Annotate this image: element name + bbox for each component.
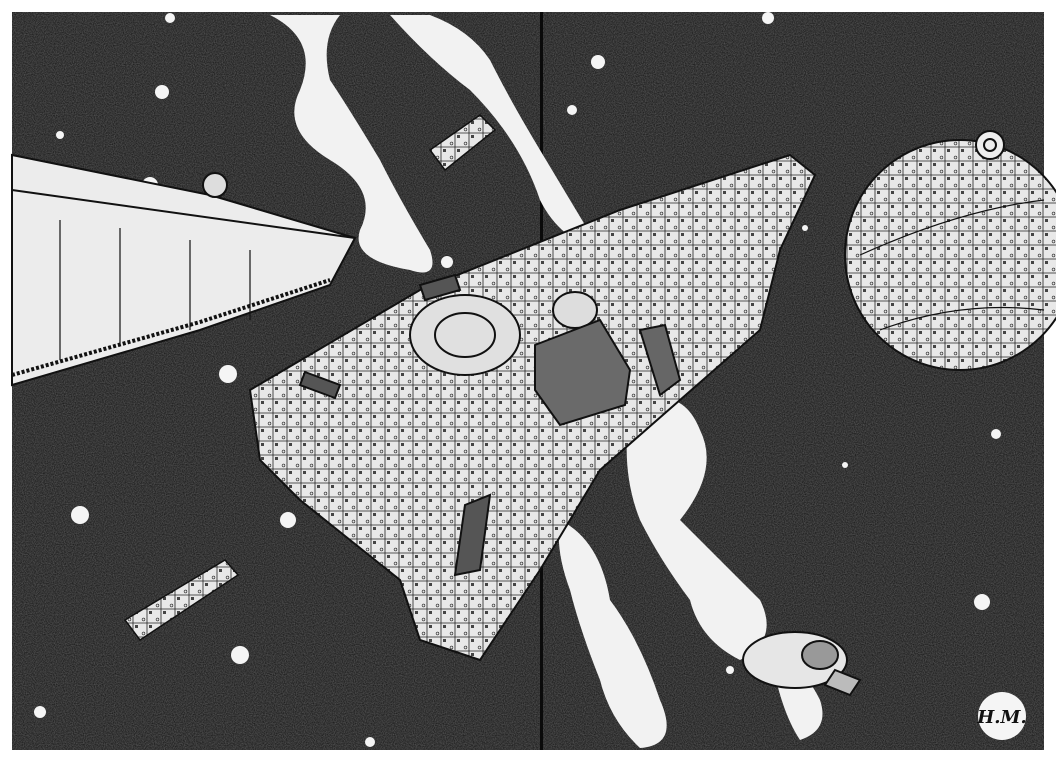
small-shuttle-top — [428, 114, 497, 172]
nebula-cloud — [270, 15, 823, 748]
capital-ship — [248, 153, 817, 662]
svg-text:H.M.: H.M. — [976, 707, 1026, 728]
saucer-ship — [742, 631, 862, 697]
cruiser-ship — [11, 153, 357, 387]
stars — [34, 12, 1001, 747]
small-freighter-left — [123, 559, 240, 642]
spherical-station — [844, 130, 1056, 371]
artist-signature: H.M. — [976, 692, 1027, 740]
